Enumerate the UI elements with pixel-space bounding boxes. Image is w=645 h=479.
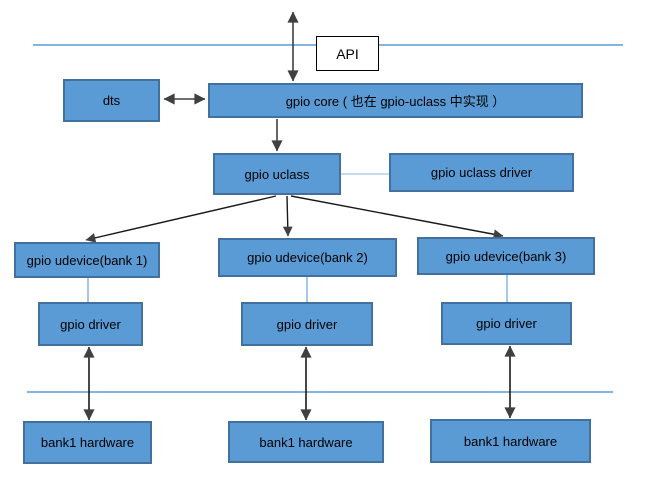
gpio-udevice-bank3-box: gpio udevice(bank 3)	[417, 237, 595, 275]
gpio-driver3-box: gpio driver	[441, 302, 572, 345]
gpio-udevice-bank2-box: gpio udevice(bank 2)	[218, 238, 397, 277]
bank1-hardware1-box: bank1 hardware	[23, 421, 152, 464]
gpio-uclass-box: gpio uclass	[213, 153, 341, 195]
bank1-hardware3-box: bank1 hardware	[430, 419, 591, 463]
gpio-driver1-box: gpio driver	[38, 302, 143, 346]
gpio-uclass-driver-box: gpio uclass driver	[389, 153, 574, 192]
uclass-to-udevice3-arrow	[290, 195, 504, 240]
gpio-core-box: gpio core ( 也在 gpio-uclass 中实现 ）	[208, 83, 583, 118]
bank1-hardware2-box: bank1 hardware	[228, 421, 384, 463]
uclass-to-udevice1-arrow	[85, 195, 277, 243]
gpio-driver2-box: gpio driver	[241, 302, 373, 346]
dts-box: dts	[63, 79, 160, 122]
uclass-to-udevice2-arrow	[282, 195, 293, 237]
gpio-udevice-bank1-box: gpio udevice(bank 1)	[14, 242, 160, 278]
api-box: API	[316, 36, 379, 71]
